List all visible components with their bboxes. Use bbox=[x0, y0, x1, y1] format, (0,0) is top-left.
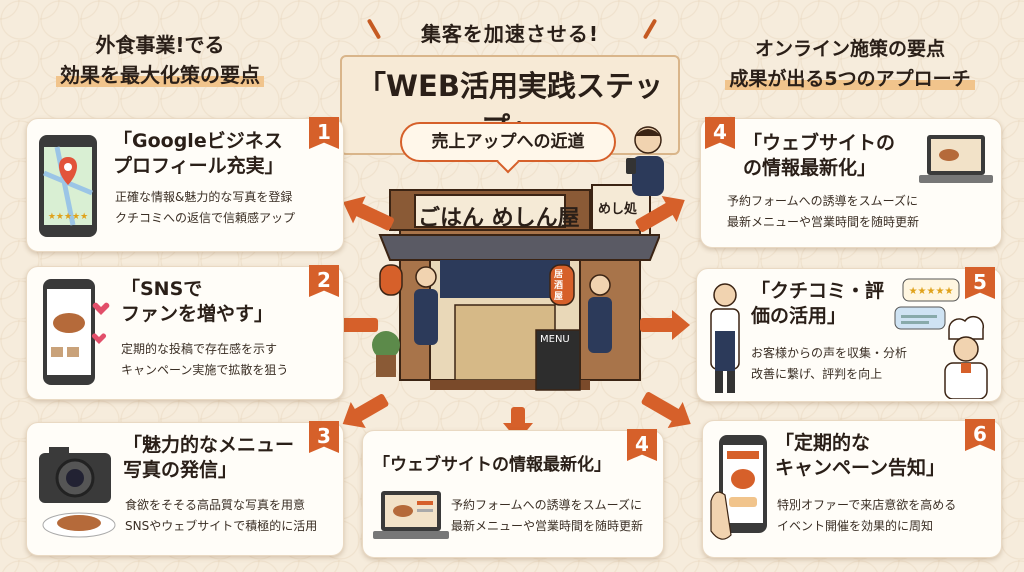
card-description: 予約フォームへの誘導をスムーズに最新メニューや営業時間を随時更新 bbox=[727, 194, 920, 229]
card-description: 正確な情報&魅力的な写真を登録クチコミへの返信で信頼感アップ bbox=[115, 190, 296, 225]
step-badge: 2 bbox=[309, 265, 339, 297]
review-bubble-icon: ★★★★★ bbox=[894, 278, 960, 330]
card-campaign: 6 「定期的なキャンペーン告知」 特別オファーで来店意欲を高めるイベント開催を効… bbox=[702, 419, 1002, 558]
shop-name-sign: ごはん めしん屋 bbox=[418, 206, 580, 231]
card-title: 「Googleビジネスプロフィール充実」 bbox=[113, 130, 284, 177]
step-badge: 5 bbox=[965, 267, 995, 299]
card-title: 「魅力的なメニュー写真の発信」 bbox=[123, 434, 295, 481]
coupon-phone-icon bbox=[710, 435, 767, 540]
right-header-line1: オンライン施策の要点 bbox=[754, 38, 945, 60]
svg-text:★★★★★: ★★★★★ bbox=[909, 286, 954, 297]
card-description: 予約フォームへの誘導をスムーズに最新メニューや営業時間を随時更新 bbox=[451, 498, 644, 533]
step-badge: 1 bbox=[309, 117, 339, 149]
side-sign: めし処 bbox=[598, 202, 638, 217]
staff-person-icon bbox=[710, 283, 740, 393]
restaurant-building-illustration bbox=[372, 184, 660, 391]
left-header: 外食事業!でる 効果を最大化策の要点 bbox=[30, 30, 290, 90]
card-sns: 2 「SNSでファンを増やす」 定期的な投稿で存在感を示すキャンペーン実施で拡散… bbox=[26, 265, 344, 400]
laptop-icon bbox=[919, 135, 993, 183]
card-description: 定期的な投稿で存在感を示すキャンペーン実施で拡散を狙う bbox=[121, 342, 289, 377]
step-badge: 6 bbox=[965, 419, 995, 451]
arrow-to-card-4-bottom bbox=[511, 407, 525, 427]
right-header: オンライン施策の要点 成果が出る5つのアプローチ bbox=[700, 34, 1000, 94]
map-phone-icon: ★★★★★ bbox=[39, 135, 97, 237]
step-badge: 4 bbox=[627, 429, 657, 461]
card-reviews: 5 「クチコミ・評価の活用」 ★★★★★ お客様からの声を収集・分析改善に繋げ、… bbox=[696, 267, 1002, 402]
menu-board-label: MENU bbox=[540, 334, 570, 345]
card-title: 「定期的なキャンペーン告知」 bbox=[775, 432, 946, 479]
arrow-to-card-5 bbox=[640, 310, 690, 340]
main-subtitle: 集客を加速させる! bbox=[420, 22, 600, 46]
svg-text:★★★★★: ★★★★★ bbox=[48, 212, 88, 222]
laptop-icon bbox=[373, 491, 449, 539]
left-header-line1: 外食事業!でる bbox=[95, 33, 225, 57]
social-phone-icon bbox=[43, 279, 110, 385]
left-header-line2: 効果を最大化策の要点 bbox=[56, 63, 264, 87]
camera-icon bbox=[39, 447, 116, 538]
card-google-business: 1 ★★★★★ 「Googleビジネスプロフィール充実」 正確な情報&魅力的な写… bbox=[26, 117, 344, 252]
card-website-right: 4 「ウェブサイトのの情報最新化」 予約フォームへの誘導をスムーズに最新メニュー… bbox=[700, 117, 1002, 248]
card-description: 特別オファーで来店意欲を高めるイベント開催を効果的に周知 bbox=[777, 498, 957, 533]
card-title: 「ウェブサイトのの情報最新化」 bbox=[743, 132, 896, 179]
card-title: 「ウェブサイトの情報最新化」 bbox=[373, 455, 611, 475]
card-title: 「クチコミ・評価の活用」 bbox=[751, 280, 885, 327]
right-header-line2: 成果が出る5つのアプローチ bbox=[725, 68, 975, 90]
chef-icon bbox=[944, 315, 988, 399]
lantern-label: 居酒屋 bbox=[554, 270, 564, 302]
card-website-bottom: 4 「ウェブサイトの情報最新化」 予約フォームへの誘導をスムーズに最新メニューや… bbox=[362, 429, 664, 558]
center-speech-bubble: 売上アップへの近道 bbox=[400, 122, 616, 162]
arrow-to-card-2 bbox=[338, 318, 378, 332]
card-description: お客様からの声を収集・分析改善に繋げ、評判を向上 bbox=[751, 346, 908, 381]
step-badge: 3 bbox=[309, 421, 339, 453]
card-title: 「SNSでファンを増やす」 bbox=[121, 278, 274, 325]
step-badge: 4 bbox=[705, 117, 735, 149]
staff-with-phone-illustration bbox=[626, 126, 664, 196]
